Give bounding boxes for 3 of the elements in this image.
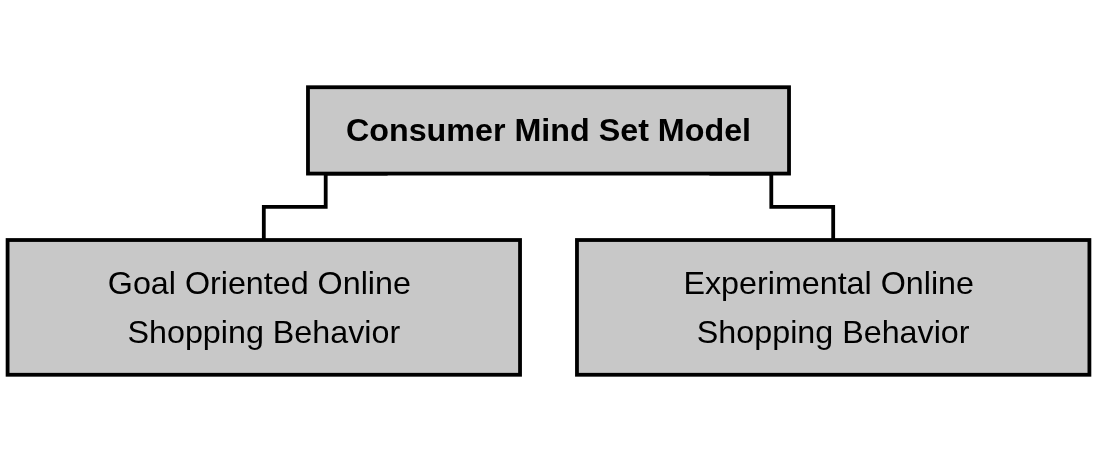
- node-box: Goal Oriented Online Shopping Behavior: [5, 238, 522, 377]
- node-box: Consumer Mind Set Model: [306, 85, 791, 176]
- node-box: Experimental Online Shopping Behavior: [575, 238, 1092, 377]
